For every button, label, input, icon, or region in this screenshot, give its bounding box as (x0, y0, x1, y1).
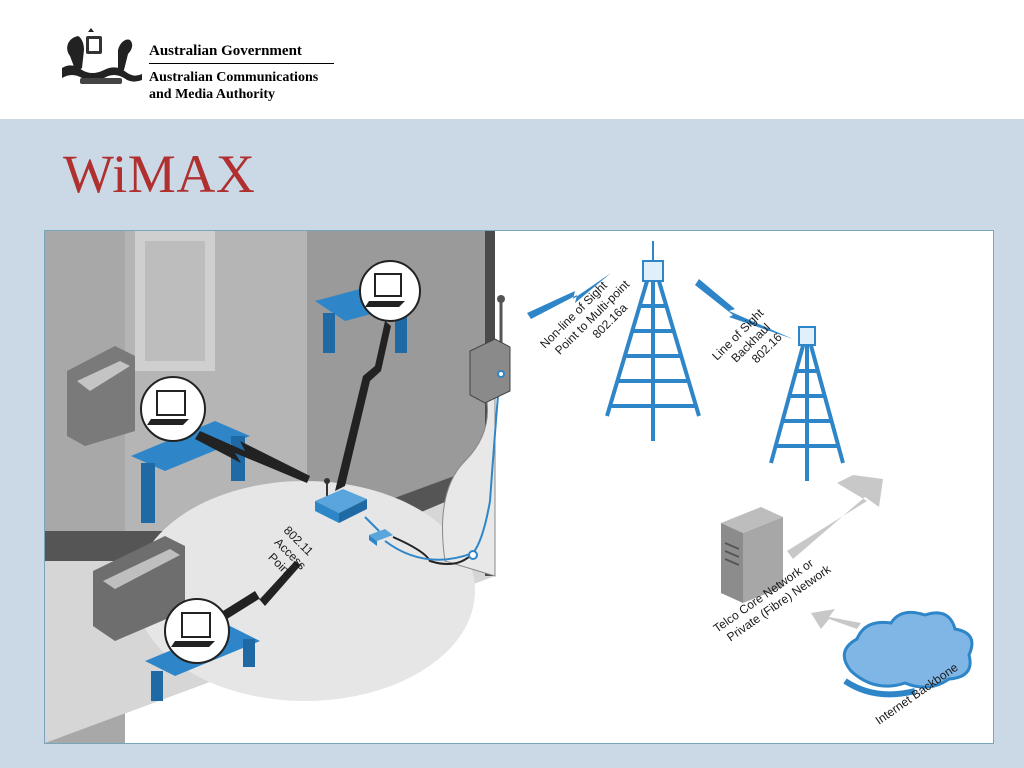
header-bar: Australian Government Australian Communi… (0, 0, 1024, 119)
arrow-cloud-to-server (811, 609, 861, 629)
cable-uplink (384, 370, 501, 561)
slide-title: WiMAX (63, 144, 256, 204)
internet-cloud (842, 610, 974, 698)
wimax-tower-large (605, 241, 701, 441)
core-network-server (721, 507, 783, 603)
wireless-link-middle (195, 431, 310, 483)
wimax-tower-small (769, 326, 845, 481)
wireless-link-lower (223, 561, 301, 619)
wireless-link-upper (335, 321, 391, 491)
org-line-3: and Media Authority (149, 87, 276, 102)
access-point-device (315, 478, 393, 546)
wall-socket (468, 550, 478, 560)
laptop-bubble-lower (164, 598, 230, 664)
rooftop-wimax-unit (469, 295, 511, 404)
wimax-diagram: Non-line of Sight Point to Multi-point 8… (44, 230, 994, 744)
cable-ethernet (364, 516, 380, 532)
org-line-1: Australian Government (149, 43, 302, 59)
label-los: Line of Sight Backhaul 802.16 (709, 306, 785, 366)
building-interior (45, 231, 496, 743)
signal-bolt-nlos (527, 273, 611, 319)
arrow-server-to-tower (787, 475, 883, 559)
desk-middle (131, 421, 250, 523)
org-line-2: Australian Communications (149, 70, 319, 85)
organisation-name: Australian Government Australian Communi… (149, 42, 334, 103)
signal-bolt-los (695, 279, 793, 339)
cable-ap-to-wall (392, 536, 471, 566)
coat-of-arms-logo (62, 28, 142, 84)
org-divider (149, 63, 334, 64)
laptop-bubble-upper (359, 260, 421, 322)
laptop-bubble-middle (140, 376, 206, 442)
